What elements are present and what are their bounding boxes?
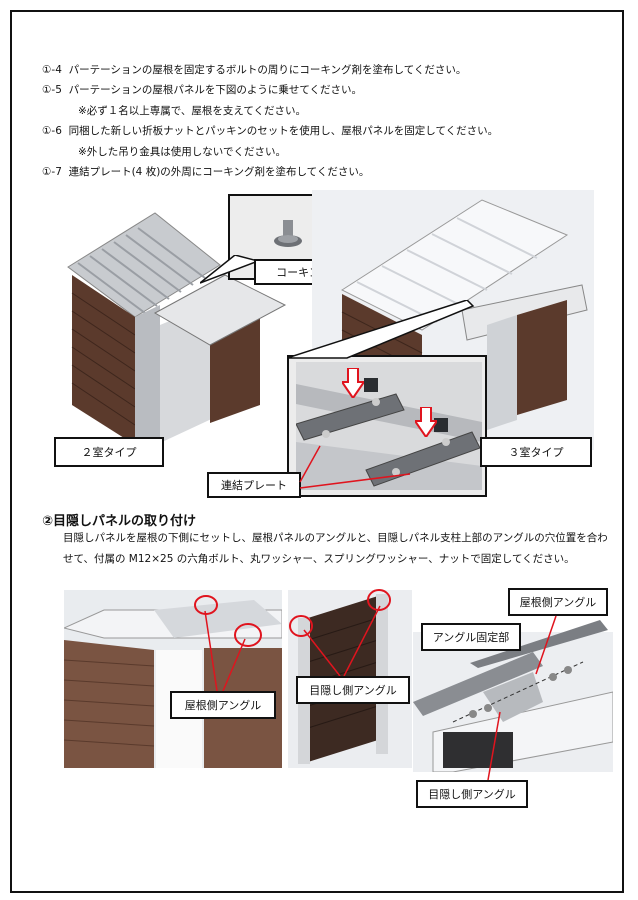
type2-label: ２室タイプ <box>54 437 164 467</box>
step-1-6: ①-6 同梱した新しい折板ナットとパッキンのセットを使用し、屋根パネルを固定して… <box>42 124 498 138</box>
step-number: ①-5 <box>42 84 62 96</box>
step-note: ※必ず１名以上専属で、屋根を支えてください。 <box>78 105 307 117</box>
page-border <box>10 10 624 893</box>
step-number: ①-4 <box>42 64 62 76</box>
plate-callout-lines <box>299 445 411 489</box>
down-arrow-icon <box>342 368 364 398</box>
fixing-label: アングル固定部 <box>421 623 521 651</box>
down-arrow-icon <box>415 407 437 437</box>
plate-zoom-illustration <box>296 362 482 490</box>
step-1-6-note: ※外した吊り金具は使用しないでください。 <box>78 145 286 159</box>
screen-angle-label-2: 目隠し側アングル <box>416 780 528 808</box>
step-1-4: ①-4 パーテーションの屋根を固定するボルトの周りにコーキング剤を塗布してくださ… <box>42 63 466 77</box>
step-1-7: ①-7 連結プレート(4 枚)の外周にコーキング剤を塗布してください。 <box>42 165 369 179</box>
caulking-pointer <box>200 255 260 284</box>
step-1-5-note: ※必ず１名以上専属で、屋根を支えてください。 <box>78 104 306 118</box>
roof-angle-callout-lines-1 <box>204 610 246 692</box>
step-text: パーテーションの屋根パネルを下図のように乗せてください。 <box>68 84 363 96</box>
red-circle-highlight <box>367 589 391 611</box>
two-room-unit-illustration <box>67 212 287 445</box>
section-2-title: ②目隠しパネルの取り付け <box>42 514 197 529</box>
plate-zoom-pointer <box>287 300 475 359</box>
step-text: 同梱した新しい折板ナットとパッキンのセットを使用し、屋根パネルを固定してください… <box>68 125 499 137</box>
step-1-5: ①-5 パーテーションの屋根パネルを下図のように乗せてください。 <box>42 83 362 97</box>
roof-angle-top-illustration <box>470 620 608 668</box>
screen-angle-callout-lines-1 <box>303 605 381 677</box>
red-circle-highlight <box>234 623 262 647</box>
roof-angle-label-1: 屋根側アングル <box>170 691 276 719</box>
roof-underside-illustration <box>64 590 282 768</box>
roof-angle-label-2: 屋根側アングル <box>508 588 608 616</box>
step-text: 連結プレート(4 枚)の外周にコーキング剤を塗布してください。 <box>68 166 370 178</box>
screen-angle-label-1: 目隠し側アングル <box>296 676 410 704</box>
step-text: パーテーションの屋根を固定するボルトの周りにコーキング剤を塗布してください。 <box>68 64 467 76</box>
plate-label: 連結プレート <box>207 472 301 498</box>
red-circle-highlight <box>289 615 313 637</box>
step-number: ①-6 <box>42 125 62 137</box>
bolt-icon <box>274 220 302 247</box>
type3-label: ３室タイプ <box>480 437 592 467</box>
step-note: ※外した吊り金具は使用しないでください。 <box>78 146 286 158</box>
step-number: ①-7 <box>42 166 62 178</box>
section-2-body: 目隠しパネルを屋根の下側にセットし、屋根パネルのアングルと、目隠しパネル支柱上部… <box>63 532 608 565</box>
angle-callout-lines-2 <box>487 615 557 781</box>
